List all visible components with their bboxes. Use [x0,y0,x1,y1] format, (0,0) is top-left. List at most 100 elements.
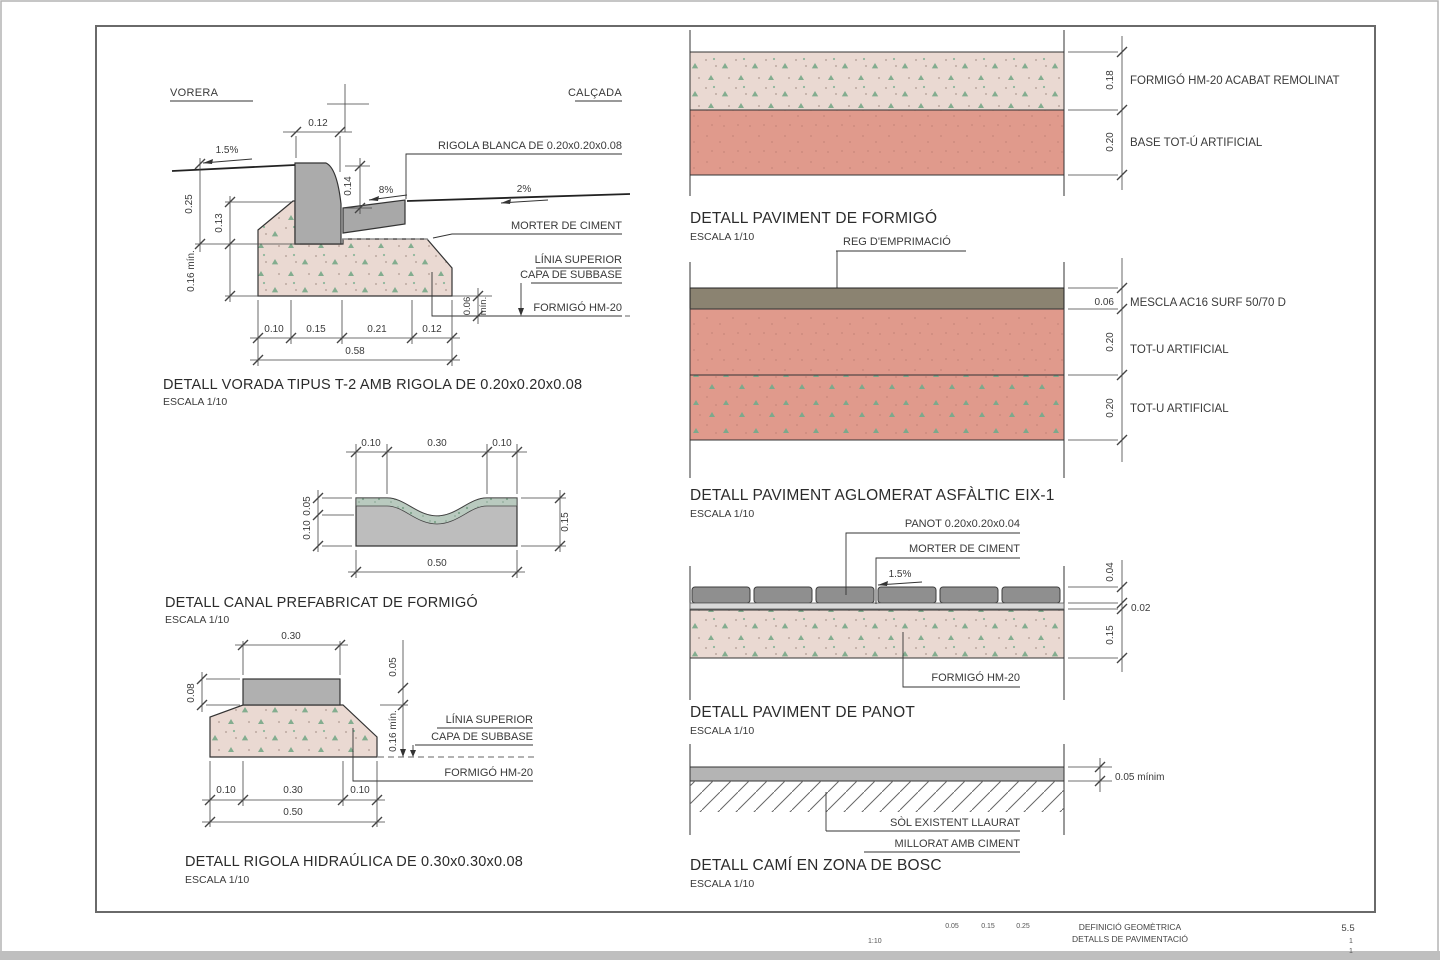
gutter-shape [342,199,406,234]
dim-top-012: 0.12 [283,118,352,172]
detail-vorada-title: DETALL VORADA TIPUS T-2 AMB RIGOLA DE 0.… [163,377,582,393]
panot-concrete-layer [689,609,1065,659]
rigola-dim-b2: 0.30 [283,785,303,796]
rigola-formigo-label: FORMIGÓ HM-20 [444,766,533,779]
panot-slope-label: 1.5% [889,569,912,580]
canal-dims-right: 0.15 [521,490,571,552]
slope-rigola-label: 8% [379,185,394,196]
title-block: 0.05 0.15 0.25 1:10 DEFINICIÓ GEOMÈTRICA… [868,922,1355,955]
detail-cami: 0.05 mínim SÒL EXISTENT LLAURAT MILLORAT… [689,744,1164,890]
cami-sol-label-1: SÒL EXISTENT LLAURAT [890,816,1020,829]
canal-dims-bottom: 0.50 [348,550,525,578]
detail-pav-asfaltic: REG D'EMPRIMACIÓ 0.06 0.20 0.20 MESCLA A… [689,235,1286,520]
slope-vorera-label: 1.5% [216,145,239,156]
leader-morter: MORTER DE CIMENT [432,220,622,239]
leader-subbase: LÍNIA SUPERIOR CAPA DE SUBBASE [518,253,622,316]
axis-mark [327,84,369,132]
canal-dims-top: 0.10 0.30 0.10 [346,438,527,494]
rigola-dims-bottom: 0.10 0.30 0.10 0.50 [202,761,385,828]
detail-rigola: 0.30 0.08 0.05 0.16 mín. LÍNIA SUPERIOR … [185,631,535,886]
rigola-subbase-label-2: CAPA DE SUBBASE [431,731,533,743]
scale-mark-1: 0.05 [945,923,959,930]
rigola-foundation-shape [209,704,378,758]
road-surface-line [406,193,631,202]
rigola-dim-005-text: 0.05 [388,657,399,677]
pavf-dims: 0.18 0.20 [1068,36,1128,190]
panot-label: PANOT 0.20x0.20x0.04 [905,518,1020,530]
panot-leader-formigo: FORMIGÓ HM-20 [902,632,1020,688]
pavf-layer-base [689,109,1065,176]
canal-dims-left: 0.05 0.10 [302,490,354,552]
rigola-block-shape [242,678,341,706]
panot-dims: 0.04 0.02 0.15 [1068,560,1151,672]
detail-canal: 0.10 0.30 0.10 0.05 0.10 0.15 0.50 DETAL… [165,438,571,626]
morter-label: MORTER DE CIMENT [511,220,622,232]
panot-dim-015: 0.15 [1105,625,1116,645]
dim-025-text: 0.25 [184,194,195,214]
drawing-frame [95,25,1376,913]
detail-pav-panot-scale: ESCALA 1/10 [690,725,754,737]
canal-dim-r: 0.15 [560,512,571,532]
detail-vorada-scale: ESCALA 1/10 [163,396,227,408]
pava-layer-totu-1 [689,308,1065,376]
leader-rigola-blanca: RIGOLA BLANCA DE 0.20x0.20x0.08 [405,140,622,199]
detail-rigola-title: DETALL RIGOLA HIDRAÚLICA DE 0.30x0.30x0.… [185,853,523,870]
sheet-number: 5.5 [1341,923,1354,934]
dim-b4-text: 0.12 [422,324,442,335]
reg-label: REG D'EMPRIMACIÓ [843,235,951,248]
panot-leader-panot: PANOT 0.20x0.20x0.04 [845,518,1020,595]
cami-dim-text: 0.05 mínim [1115,772,1164,783]
pavf-layer-concrete [689,51,1065,111]
pava-dims: 0.06 0.20 0.20 [1068,258,1128,462]
panot-dim-002: 0.02 [1131,603,1151,614]
detail-canal-title: DETALL CANAL PREFABRICAT DE FORMIGÓ [165,594,478,611]
dim-exposure-014-text: 0.14 [343,176,354,196]
detail-cami-title: DETALL CAMÍ EN ZONA DE BOSC [690,857,942,874]
pavf-layer-1-label: BASE TOT-Ú ARTIFICIAL [1130,136,1263,149]
detail-pav-panot: PANOT 0.20x0.20x0.04 MORTER DE CIMENT 1.… [689,518,1151,737]
pava-layer-0-label: MESCLA AC16 SURF 50/70 D [1130,297,1286,309]
dim-016-text: 0.16 mín. [186,250,197,292]
dim-006-min-text: mín. [478,297,489,315]
cami-layer [689,766,1065,782]
canal-dim-l1: 0.05 [302,496,313,516]
dim-b3-text: 0.21 [367,324,387,335]
rigola-leader-formigo: FORMIGÓ HM-20 [352,728,533,782]
dims-bottom: 0.10 0.15 0.21 0.12 0.58 [250,300,460,366]
dims-left: 0.25 0.13 0.16 mín. [184,158,300,302]
subbase-label-2: CAPA DE SUBBASE [520,269,622,281]
detail-cami-scale: ESCALA 1/10 [690,878,754,890]
dim-total-text: 0.58 [345,346,365,357]
zone-calcada-label: CALÇADA [568,87,622,99]
panot-morter-label: MORTER DE CIMENT [909,543,1020,555]
detail-pav-asfaltic-scale: ESCALA 1/10 [690,508,754,520]
pava-dim-2: 0.20 [1105,398,1116,418]
cami-dim: 0.05 mínim [1068,758,1164,792]
slope-calcada: 2% [500,184,549,204]
zone-vorera-label: VORERA [170,87,219,99]
leader-formigo: FORMIGÓ HM-20 [431,272,622,317]
curb-shape [294,162,342,245]
rigola-dim-total: 0.50 [283,807,303,818]
canal-dim-l2: 0.10 [302,520,313,540]
rigola-dims-right: 0.05 0.16 mín. [380,640,409,757]
rigola-subbase-label-1: LÍNIA SUPERIOR [446,713,533,726]
panot-dim-004: 0.04 [1105,562,1116,582]
dim-006: 0.06 mín. [452,288,492,324]
scale-mark-3: 0.25 [1016,923,1030,930]
dim-013-text: 0.13 [214,213,225,233]
pava-layer-1-label: TOT-U ARTIFICIAL [1130,344,1229,356]
canal-lining-shape [355,497,518,525]
detail-pav-formigo-scale: ESCALA 1/10 [690,231,754,243]
dim-b1-text: 0.10 [264,324,284,335]
panot-slope: 1.5% [877,569,923,586]
slope-calcada-label: 2% [517,184,532,195]
rigola-leader-subbase: LÍNIA SUPERIOR CAPA DE SUBBASE [410,713,533,757]
scale-ratio: 1:10 [868,938,882,945]
panot-formigo-label: FORMIGÓ HM-20 [931,671,1020,684]
sheet-index-top: 1 [1349,938,1353,945]
cami-leader-sol: SÒL EXISTENT LLAURAT MILLORAT AMB CIMENT [825,792,1020,853]
detail-rigola-scale: ESCALA 1/10 [185,874,249,886]
